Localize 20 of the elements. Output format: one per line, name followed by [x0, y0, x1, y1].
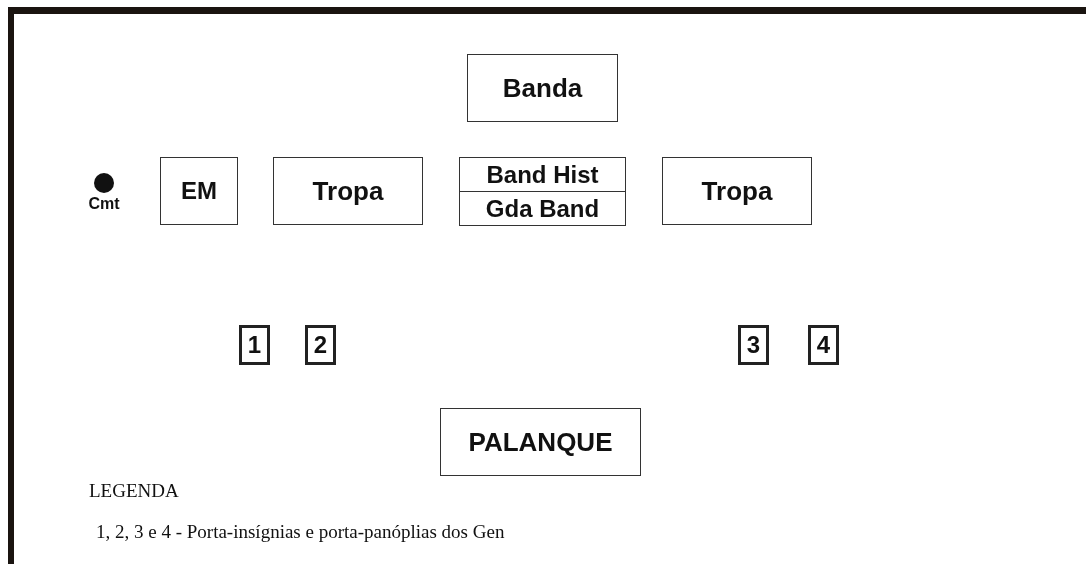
marker-label: Cmt: [88, 196, 120, 212]
number-box: 1: [239, 325, 270, 365]
box: [467, 54, 618, 122]
box-label: EM: [181, 176, 217, 206]
box-label: Tropa: [701, 174, 773, 208]
box-label: Banda: [502, 71, 583, 105]
number-box: 3: [738, 325, 769, 365]
box-label: PALANQUE: [468, 425, 613, 459]
box: [273, 157, 423, 225]
split-box: [459, 157, 626, 226]
box: [440, 408, 641, 476]
box-label: Gda Band: [485, 196, 600, 221]
legend-heading: LEGENDA: [89, 479, 179, 503]
box-label: Band Hist: [486, 162, 599, 187]
box: [662, 157, 812, 225]
number-box: 4: [808, 325, 839, 365]
box: [160, 157, 238, 225]
number-box: 2: [305, 325, 336, 365]
legend-note: 1, 2, 3 e 4 - Porta-insígnias e porta-panóplias dos Gen: [96, 520, 505, 544]
box-label: Tropa: [312, 174, 384, 208]
